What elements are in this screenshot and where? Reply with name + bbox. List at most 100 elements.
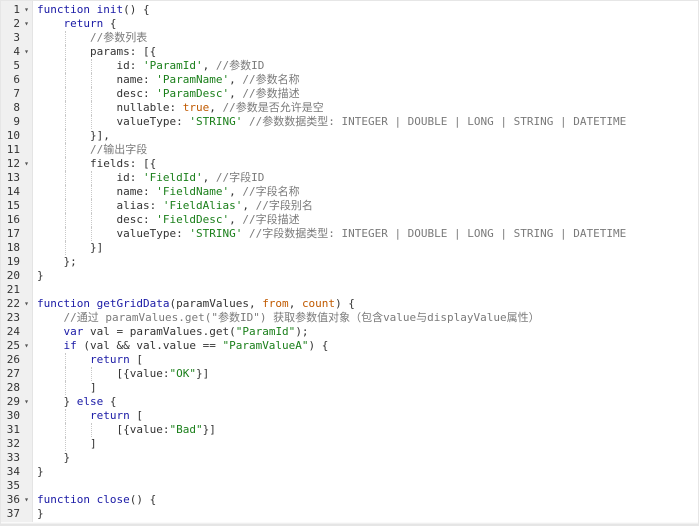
code-line[interactable]: 5 id: 'ParamId', //参数ID bbox=[1, 59, 698, 73]
code-token: //输出字段 bbox=[90, 143, 148, 156]
code-line[interactable]: 2▾return { bbox=[1, 17, 698, 31]
code-line[interactable]: 27[{value:"OK"}] bbox=[1, 367, 698, 381]
code-line[interactable]: 1▾function init() { bbox=[1, 3, 698, 17]
indent-guide bbox=[64, 73, 66, 87]
indent-guide bbox=[91, 423, 92, 437]
indent-guide bbox=[64, 353, 66, 367]
code-line[interactable]: 34} bbox=[1, 465, 698, 479]
code-line[interactable]: 21 bbox=[1, 283, 698, 297]
code-text: return [ bbox=[90, 409, 143, 423]
indent-guide bbox=[64, 213, 66, 227]
code-text: } bbox=[64, 451, 71, 465]
line-number-gutter bbox=[1, 1, 33, 525]
code-token: var bbox=[63, 325, 84, 338]
code-text: id: 'ParamId', //参数ID bbox=[117, 59, 265, 73]
code-token: //字段名称 bbox=[242, 185, 300, 198]
code-line[interactable]: 3//参数列表 bbox=[1, 31, 698, 45]
line-number: 5 bbox=[13, 59, 20, 72]
code-line[interactable]: 25▾if (val && val.value == "ParamValueA"… bbox=[1, 339, 698, 353]
code-line[interactable]: 18}] bbox=[1, 241, 698, 255]
code-line[interactable]: 37} bbox=[1, 507, 698, 521]
code-line[interactable]: 29▾} else { bbox=[1, 395, 698, 409]
code-token: { bbox=[103, 395, 117, 408]
code-text: name: 'FieldName', //字段名称 bbox=[117, 185, 300, 199]
code-line[interactable]: 36 ▾ function close() { bbox=[1, 493, 698, 507]
code-line[interactable]: 32] bbox=[1, 437, 698, 451]
line-number: 34 bbox=[6, 465, 20, 478]
line-number: 23 bbox=[6, 311, 20, 324]
fold-toggle-icon[interactable]: ▾ bbox=[24, 5, 29, 14]
fold-toggle-icon[interactable]: ▾ bbox=[24, 19, 29, 28]
code-token: 'FieldDesc' bbox=[156, 213, 230, 226]
indent-guide bbox=[64, 157, 66, 171]
code-line[interactable]: 11//输出字段 bbox=[1, 143, 698, 157]
fold-toggle-icon[interactable]: ▾ bbox=[24, 397, 29, 406]
code-token: 'ParamName' bbox=[156, 73, 230, 86]
code-token: val = paramValues.get( bbox=[83, 325, 236, 338]
indent-guide bbox=[91, 73, 92, 87]
code-text: } bbox=[37, 465, 44, 479]
fold-toggle-icon[interactable]: ▾ bbox=[24, 159, 29, 168]
code-line[interactable]: 31[{value:"Bad"}] bbox=[1, 423, 698, 437]
line-number: 10 bbox=[6, 129, 20, 142]
code-token: return bbox=[90, 409, 130, 422]
line-number: 36 bbox=[6, 493, 20, 506]
code-token: alias: bbox=[116, 199, 163, 212]
line-number: 37 bbox=[6, 507, 20, 520]
code-text: function init() { bbox=[37, 3, 150, 17]
code-token: //字段数据类型: INTEGER | DOUBLE | LONG | STRI… bbox=[248, 227, 627, 240]
indent-guide bbox=[64, 129, 66, 143]
code-line[interactable]: 23//通过 paramValues.get("参数ID") 获取参数值对象（包… bbox=[1, 311, 698, 325]
line-number: 35 bbox=[6, 479, 20, 492]
code-token: //参数名称 bbox=[242, 73, 300, 86]
fold-toggle-icon[interactable]: ▾ bbox=[24, 299, 29, 308]
code-text: function close() { bbox=[37, 493, 156, 507]
code-token bbox=[242, 115, 249, 128]
code-text: [{value:"OK"}] bbox=[117, 367, 210, 381]
code-line[interactable]: 35 bbox=[1, 479, 698, 493]
indent-guide bbox=[64, 199, 66, 213]
code-token: ) { bbox=[335, 297, 355, 310]
indent-guide bbox=[64, 437, 66, 451]
code-line[interactable]: 22▾function getGridData(paramValues, fro… bbox=[1, 297, 698, 311]
code-token: ) { bbox=[308, 339, 329, 352]
indent-guide bbox=[91, 227, 92, 241]
fold-toggle-icon[interactable]: ▾ bbox=[24, 341, 29, 350]
line-number: 8 bbox=[13, 101, 20, 114]
code-token: , bbox=[209, 101, 223, 114]
code-text: name: 'ParamName', //参数名称 bbox=[117, 73, 300, 87]
indent-guide bbox=[91, 185, 92, 199]
code-token: () { bbox=[129, 493, 157, 506]
code-token: } bbox=[63, 395, 77, 408]
code-line[interactable]: 33} bbox=[1, 451, 698, 465]
code-line[interactable]: 20} bbox=[1, 269, 698, 283]
code-line[interactable]: 28] bbox=[1, 381, 698, 395]
code-line[interactable]: 4▾params: [{ bbox=[1, 45, 698, 59]
code-text: nullable: true, //参数是否允许是空 bbox=[117, 101, 324, 115]
code-token: //参数是否允许是空 bbox=[222, 101, 324, 114]
code-token: function bbox=[37, 493, 97, 506]
fold-toggle-icon[interactable]: ▾ bbox=[24, 495, 29, 504]
code-line[interactable]: 12▾fields: [{ bbox=[1, 157, 698, 171]
indent-guide bbox=[91, 101, 92, 115]
code-token: , bbox=[202, 171, 216, 184]
code-line[interactable]: 19}; bbox=[1, 255, 698, 269]
indent-guide bbox=[64, 185, 66, 199]
fold-toggle-icon[interactable]: ▾ bbox=[24, 47, 29, 56]
code-token: 'FieldAlias' bbox=[162, 199, 243, 212]
code-line[interactable]: 10}], bbox=[1, 129, 698, 143]
code-line[interactable]: 8 nullable: true, //参数是否允许是空 bbox=[1, 101, 698, 115]
